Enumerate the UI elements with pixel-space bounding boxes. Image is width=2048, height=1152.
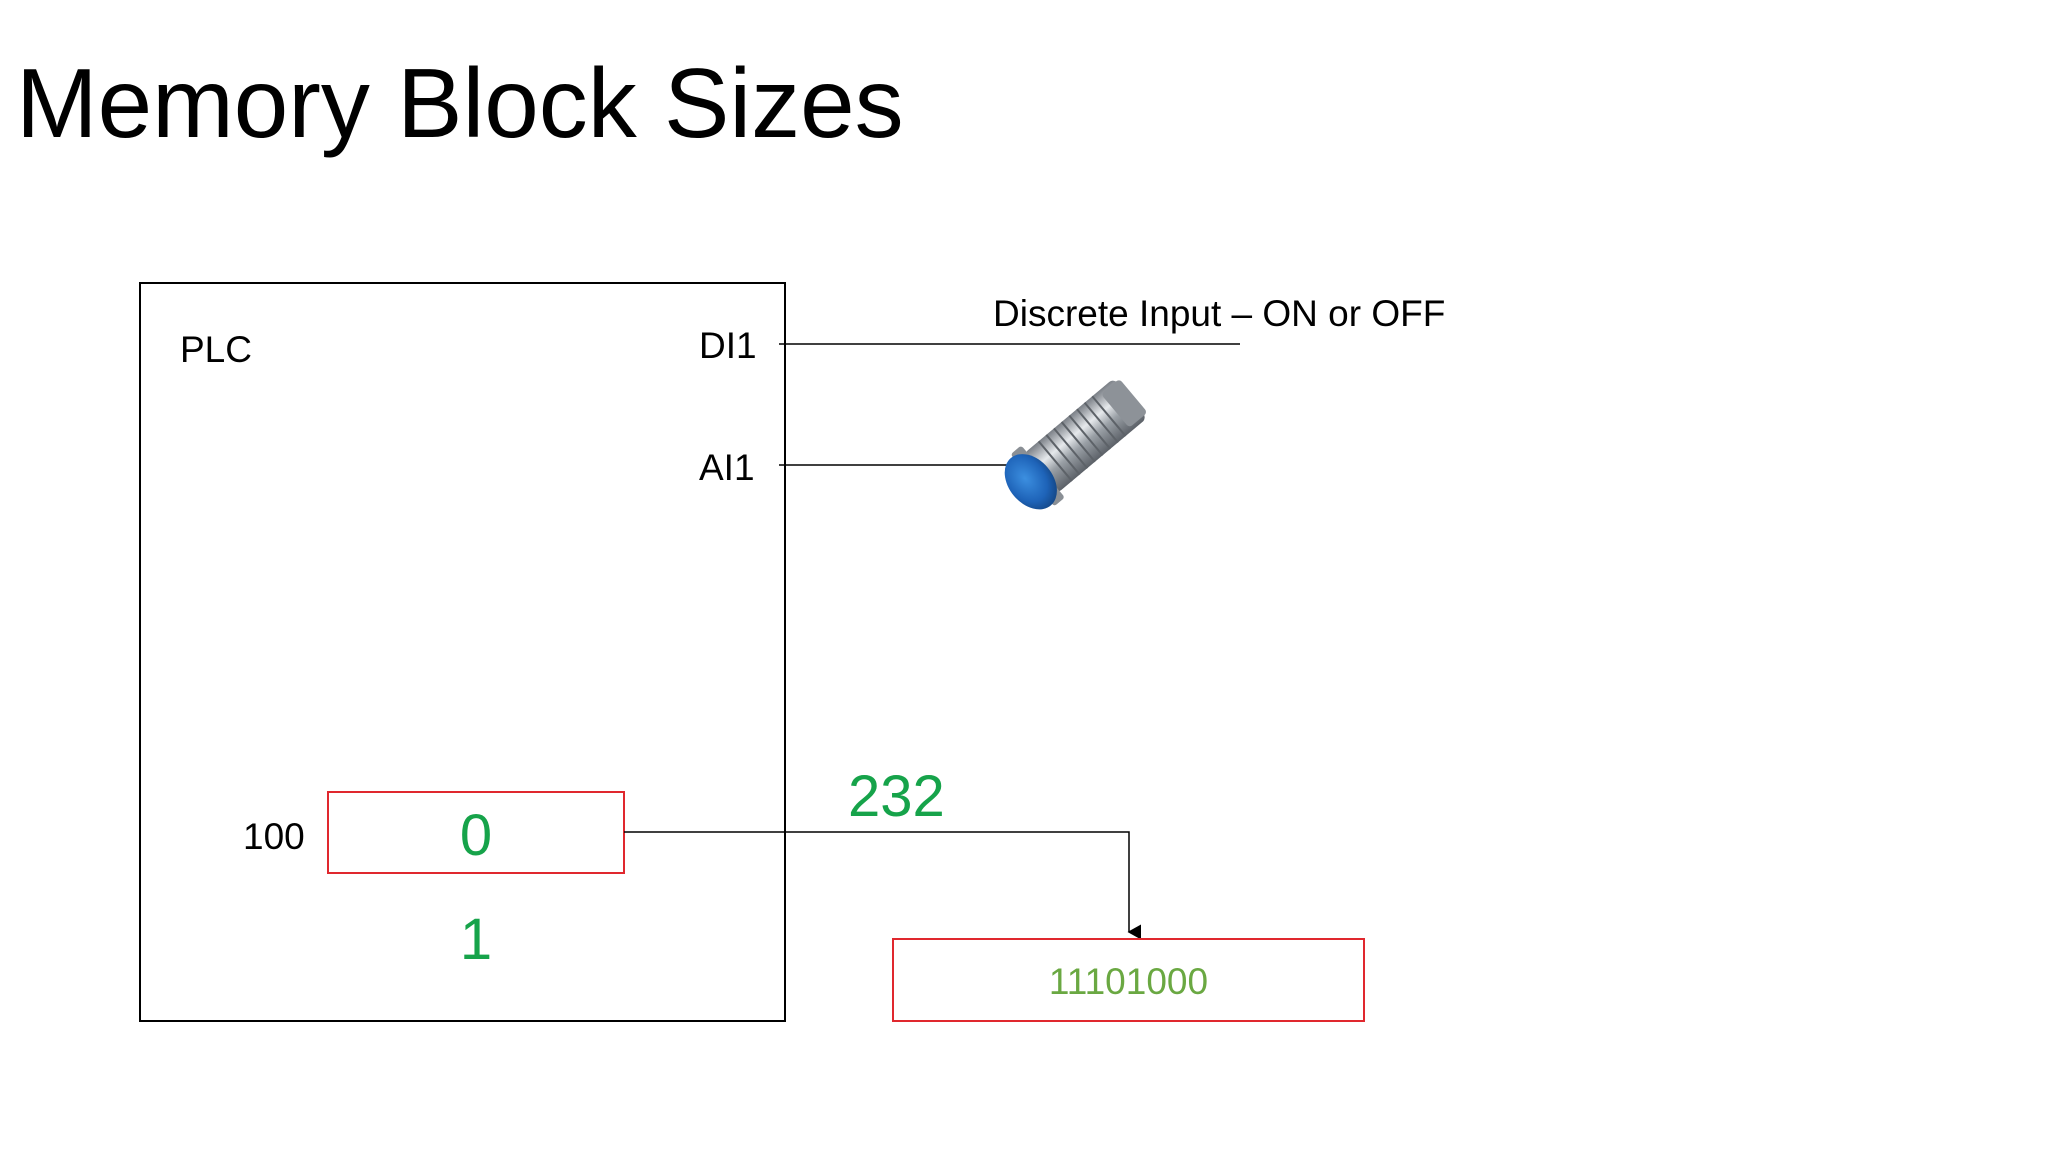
ai1-label: AI1 [699,447,755,488]
page-title: Memory Block Sizes [16,48,904,158]
connector-line [624,831,1141,940]
sensor-icon [1004,380,1146,510]
plc-box [139,282,786,1022]
di1-label: DI1 [699,325,757,366]
binary-value: 11101000 [1048,961,1209,1002]
register-cell-value: 0 [459,803,493,868]
memory-address-label: 100 [243,816,305,857]
binary-register [892,938,1365,1022]
decimal-value: 232 [848,764,945,829]
bit-value: 1 [459,907,493,972]
discrete-input-description: Discrete Input – ON or OFF [993,293,1446,334]
plc-label: PLC [180,329,252,370]
